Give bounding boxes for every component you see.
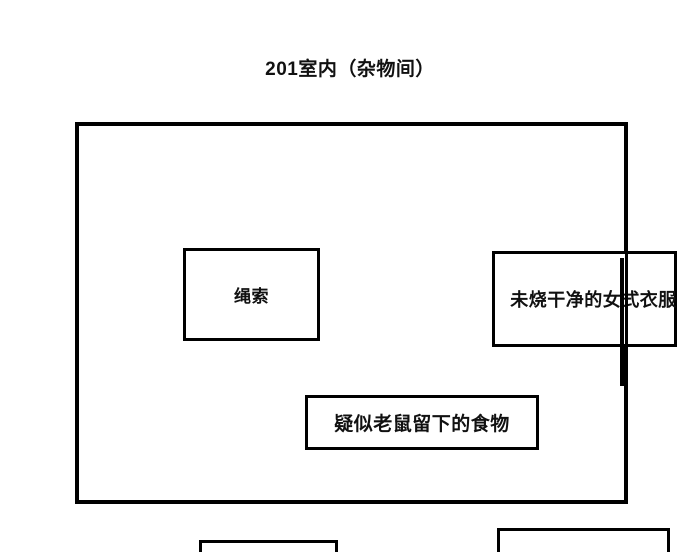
item-box-rope: 绳索 — [183, 248, 320, 341]
right-wall-opening-marking — [620, 258, 624, 386]
item-label-clothes: 未烧干净的女式衣服 — [510, 290, 677, 310]
room-outline: 绳索 未烧干净的女式衣服 疑似老鼠留下的食物 杂物 杂物 — [75, 122, 677, 552]
item-box-junk-right: 杂物 — [497, 528, 670, 552]
item-box-junk-left: 杂物 — [199, 540, 338, 552]
page-title: 201室内（杂物间） — [265, 59, 435, 80]
item-label-food: 疑似老鼠留下的食物 — [334, 414, 510, 435]
item-label-rope: 绳索 — [234, 287, 269, 306]
item-box-food: 疑似老鼠留下的食物 — [305, 395, 539, 450]
item-box-clothes: 未烧干净的女式衣服 — [492, 251, 677, 347]
right-wall-opening-marking-outer — [625, 252, 628, 392]
